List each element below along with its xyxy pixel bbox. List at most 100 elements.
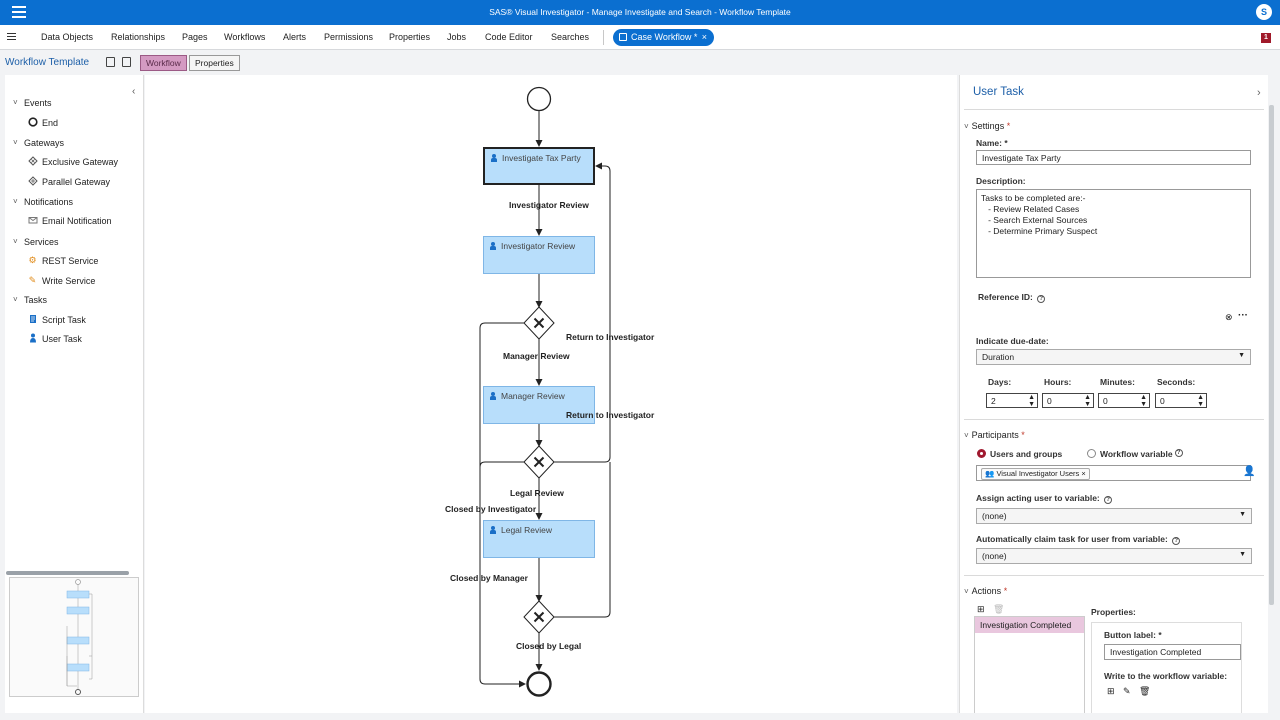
dropdown-arrow-icon: ▼	[1238, 352, 1245, 359]
collapse-panel-icon[interactable]: ‹	[132, 86, 136, 97]
palette-item-parallel-gateway[interactable]: Parallel Gateway	[27, 176, 110, 187]
nav-relationships[interactable]: Relationships	[111, 32, 166, 42]
nav-jobs[interactable]: Jobs	[447, 32, 467, 42]
more-options-icon[interactable]: ···	[1238, 310, 1248, 321]
flow-closed-by-manager[interactable]	[479, 461, 524, 468]
nav-alerts[interactable]: Alerts	[283, 32, 307, 42]
days-stepper[interactable]: 2▲▼	[986, 393, 1038, 408]
delete-variable-icon[interactable]: 🗑	[1139, 686, 1151, 696]
palette-item-write-service[interactable]: ✎Write Service	[29, 275, 96, 286]
properties-scrollbar[interactable]	[1269, 105, 1274, 605]
notification-badge[interactable]: 1	[1261, 33, 1271, 43]
exclusive-gateway-3[interactable]	[523, 600, 555, 634]
palette-group-services[interactable]: ˅Services	[13, 237, 59, 247]
name-input[interactable]: Investigate Tax Party	[976, 150, 1251, 165]
help-icon[interactable]: ?	[1104, 496, 1113, 504]
seconds-stepper[interactable]: 0▲▼	[1155, 393, 1207, 408]
flow-return-to-investigator-1[interactable]	[554, 162, 611, 463]
add-action-icon[interactable]: ⊞	[977, 604, 985, 614]
close-tab-icon[interactable]: ×	[701, 32, 707, 42]
save-icon[interactable]	[106, 57, 115, 67]
tab-properties[interactable]: Properties	[189, 55, 240, 71]
delete-action-icon[interactable]: 🗑	[993, 604, 1005, 614]
end-event[interactable]	[526, 671, 552, 697]
exclusive-gateway-2[interactable]	[523, 445, 555, 479]
stepper-value: 0	[1103, 396, 1108, 406]
main-menu-icon[interactable]	[12, 6, 26, 18]
gear-icon: ⚙	[28, 255, 37, 265]
due-date-select[interactable]: Duration▼	[976, 349, 1251, 365]
nav-searches[interactable]: Searches	[551, 32, 590, 42]
chevron-down-icon: ˅	[964, 122, 969, 131]
assign-user-select[interactable]: (none)▼	[976, 508, 1252, 524]
palette-item-rest-service[interactable]: ⚙REST Service	[28, 255, 98, 266]
help-icon[interactable]: ?	[1037, 295, 1046, 303]
action-list-item[interactable]: Investigation Completed	[975, 617, 1084, 633]
radio-workflow-variable[interactable]: Workflow variable?	[1087, 449, 1183, 459]
start-event[interactable]	[526, 86, 552, 112]
add-variable-icon[interactable]: ⊞	[1107, 686, 1115, 696]
participants-input[interactable]: 👥 Visual Investigator Users ×	[976, 465, 1251, 481]
chip-label: Visual Investigator Users	[996, 469, 1080, 478]
minutes-stepper[interactable]: 0▲▼	[1098, 393, 1150, 408]
workflow-canvas[interactable]: Investigate Tax Party Investigator Revie…	[145, 75, 957, 713]
nav-permissions[interactable]: Permissions	[324, 32, 374, 42]
tab-workflow[interactable]: Workflow	[140, 55, 187, 71]
palette-item-end[interactable]: End	[27, 117, 58, 128]
exclusive-gateway-1[interactable]	[523, 306, 555, 340]
diamond-plus-icon	[27, 176, 38, 187]
hours-stepper[interactable]: 0▲▼	[1042, 393, 1094, 408]
palette-item-exclusive-gateway[interactable]: Exclusive Gateway	[27, 156, 118, 167]
diagram-minimap[interactable]	[9, 577, 139, 697]
name-label: Name: *	[976, 138, 1008, 148]
section-actions[interactable]: ˅Actions *	[964, 586, 1007, 596]
help-icon[interactable]: ?	[1174, 449, 1183, 457]
palette-item-email-notification[interactable]: Email Notification	[28, 216, 112, 226]
remove-chip-icon[interactable]: ×	[1079, 469, 1086, 478]
button-label-input[interactable]: Investigation Completed	[1104, 644, 1241, 660]
panel-title: User Task	[973, 86, 1024, 98]
participant-chip[interactable]: 👥 Visual Investigator Users ×	[981, 468, 1090, 480]
edit-variable-icon[interactable]: ✎	[1123, 686, 1131, 696]
description-textarea[interactable]: Tasks to be completed are:- - Review Rel…	[976, 189, 1251, 278]
tab-case-workflow[interactable]: Case Workflow * ×	[613, 29, 714, 46]
nav-list-icon[interactable]	[7, 33, 16, 42]
radio-selected-icon	[977, 449, 986, 458]
person-icon	[27, 333, 38, 344]
palette-group-notifications[interactable]: ˅Notifications	[13, 197, 73, 207]
palette-item-user-task[interactable]: User Task	[29, 333, 82, 344]
task-legal-review[interactable]: Legal Review	[483, 520, 595, 558]
section-settings[interactable]: ˅Settings *	[964, 121, 1010, 131]
nav-pages[interactable]: Pages	[182, 32, 208, 42]
section-participants[interactable]: ˅Participants *	[964, 430, 1025, 440]
user-picker-icon[interactable]: 👤	[1243, 466, 1256, 477]
palette-group-gateways[interactable]: ˅Gateways	[13, 138, 64, 148]
chevron-down-icon: ˅	[13, 237, 18, 246]
flow-closed-by-investigator[interactable]	[479, 322, 526, 688]
field-label: Reference ID:	[978, 292, 1033, 302]
nav-workflows[interactable]: Workflows	[224, 32, 266, 42]
save-as-icon[interactable]	[122, 57, 131, 67]
palette-scrollbar[interactable]	[6, 571, 129, 575]
radio-users-and-groups[interactable]: Users and groups	[977, 449, 1062, 459]
flow-return-to-investigator-2[interactable]	[554, 462, 611, 618]
task-investigate-tax-party[interactable]: Investigate Tax Party	[483, 147, 595, 185]
palette-item-script-task[interactable]: Script Task	[29, 315, 86, 325]
task-manager-review[interactable]: Manager Review	[483, 386, 595, 424]
auto-claim-select[interactable]: (none)▼	[976, 548, 1252, 564]
nav-code-editor[interactable]: Code Editor	[485, 32, 533, 42]
tab-case-workflow-label: Case Workflow *	[631, 32, 698, 42]
nav-properties[interactable]: Properties	[389, 32, 431, 42]
stepper-value: 0	[1160, 396, 1165, 406]
chevron-down-icon: ˅	[13, 295, 18, 304]
description-line: - Determine Primary Suspect	[981, 226, 1098, 236]
clear-reference-icon[interactable]: ⊗	[1225, 312, 1233, 322]
seconds-label: Seconds:	[1157, 377, 1196, 387]
user-avatar[interactable]: S	[1256, 4, 1272, 20]
help-icon[interactable]: ?	[1172, 537, 1181, 545]
nav-data-objects[interactable]: Data Objects	[41, 32, 94, 42]
palette-group-events[interactable]: ˅Events	[13, 98, 52, 108]
collapse-panel-icon[interactable]: ›	[1257, 87, 1261, 99]
task-investigator-review[interactable]: Investigator Review	[483, 236, 595, 274]
palette-group-tasks[interactable]: ˅Tasks	[13, 295, 47, 305]
